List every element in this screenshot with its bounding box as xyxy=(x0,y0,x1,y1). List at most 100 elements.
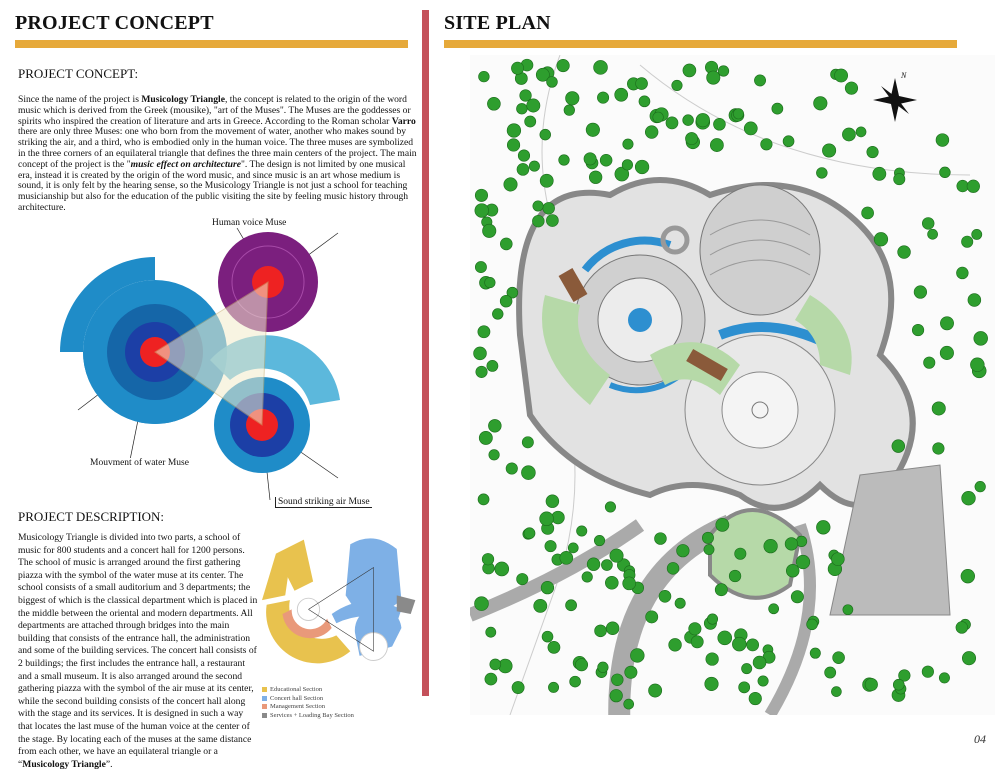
tree-icon xyxy=(611,673,624,686)
tree-icon xyxy=(966,179,980,193)
label-air-muse: Sound striking air Muse xyxy=(275,497,372,508)
label-human-voice-muse: Human voice Muse xyxy=(210,218,289,228)
text: ". The design is not limited by one musi… xyxy=(18,158,409,213)
tree-icon xyxy=(499,294,513,308)
tree-icon xyxy=(635,77,648,90)
tree-icon xyxy=(927,228,938,240)
tree-icon xyxy=(962,651,977,666)
text: there are only three Muses: one who born… xyxy=(18,126,417,170)
tree-icon xyxy=(714,583,728,597)
tree-icon xyxy=(511,681,525,694)
tree-icon xyxy=(546,214,559,227)
tree-icon xyxy=(732,636,747,652)
tree-icon xyxy=(484,276,496,289)
tree-icon xyxy=(481,553,495,566)
tree-icon xyxy=(923,356,936,369)
zoning-legend: Educational Section Concert hall Section… xyxy=(262,686,354,720)
tree-icon xyxy=(546,76,558,88)
tree-icon xyxy=(939,345,954,360)
tree-icon xyxy=(545,494,560,508)
tree-icon xyxy=(478,70,490,83)
tree-icon xyxy=(743,121,758,136)
tree-icon xyxy=(682,63,697,78)
tree-icon xyxy=(738,681,751,694)
tree-icon xyxy=(960,569,975,584)
tree-icon xyxy=(581,571,593,583)
tree-icon xyxy=(473,346,487,361)
tree-icon xyxy=(715,517,730,532)
legend-label: Services + Loading Bay Section xyxy=(270,711,354,719)
tree-icon xyxy=(486,360,499,372)
tree-icon xyxy=(834,68,848,83)
tree-icon xyxy=(961,491,976,506)
tree-icon xyxy=(685,132,699,146)
tree-icon xyxy=(548,681,560,693)
tree-icon xyxy=(623,698,635,710)
tree-icon xyxy=(601,559,613,571)
page-title-concept: PROJECT CONCEPT xyxy=(15,12,214,34)
legend-label: Educational Section xyxy=(270,686,323,693)
text: Varro xyxy=(391,115,416,127)
legend-item: Services + Loading Bay Section xyxy=(262,712,354,721)
tree-icon xyxy=(752,655,767,670)
tree-icon xyxy=(477,493,490,506)
tree-icon xyxy=(898,669,911,682)
description-heading: PROJECT DESCRIPTION: xyxy=(18,509,165,524)
tree-icon xyxy=(622,576,636,591)
tree-icon xyxy=(832,651,845,664)
tree-icon xyxy=(648,683,663,698)
tree-icon xyxy=(703,544,715,555)
tree-icon xyxy=(533,598,548,613)
text: Musicology Triangle xyxy=(141,94,225,105)
tree-icon xyxy=(955,621,968,634)
tree-icon xyxy=(567,542,579,554)
tree-icon xyxy=(728,569,742,583)
tree-icon xyxy=(540,581,555,595)
tree-icon xyxy=(638,95,651,108)
tree-icon xyxy=(734,547,747,560)
tree-icon xyxy=(842,604,854,616)
tree-icon xyxy=(824,666,837,679)
tree-icon xyxy=(816,520,831,535)
tree-icon xyxy=(599,153,613,167)
tree-icon xyxy=(521,436,534,449)
tree-icon xyxy=(521,465,536,480)
tree-icon xyxy=(516,163,530,176)
tree-icon xyxy=(866,145,879,159)
description-paragraph: Musicology Triangle is divided into two … xyxy=(18,532,258,771)
tree-icon xyxy=(605,621,620,635)
tree-icon xyxy=(489,658,502,671)
tree-icon xyxy=(597,661,609,673)
tree-icon xyxy=(503,177,518,192)
tree-icon xyxy=(668,638,682,652)
tree-icon xyxy=(790,590,804,604)
tree-icon xyxy=(524,115,537,128)
tree-icon xyxy=(658,589,672,603)
tree-icon xyxy=(682,114,694,126)
tree-icon xyxy=(935,133,950,147)
tree-icon xyxy=(897,245,911,259)
tree-icon xyxy=(528,160,540,172)
tree-icon xyxy=(921,217,935,230)
tree-icon xyxy=(532,214,545,228)
tree-icon xyxy=(485,626,497,638)
tree-icon xyxy=(609,548,624,563)
legend-item: Concert hall Section xyxy=(262,695,354,704)
north-label: N xyxy=(900,71,907,80)
tree-icon xyxy=(676,544,690,558)
tree-icon xyxy=(665,116,679,130)
tree-icon xyxy=(971,228,983,240)
tree-icon xyxy=(488,419,502,433)
tree-icon xyxy=(624,665,638,679)
tree-icon xyxy=(921,665,934,678)
tree-icon xyxy=(872,166,887,181)
tree-icon xyxy=(768,603,780,615)
tree-icon xyxy=(842,127,856,142)
zoning-plan xyxy=(262,538,416,664)
tree-icon xyxy=(523,527,536,540)
tree-icon xyxy=(757,675,769,687)
tree-icon xyxy=(569,675,581,688)
tree-icon xyxy=(741,663,753,675)
page-title-site-plan: SITE PLAN xyxy=(444,12,551,34)
tree-icon xyxy=(542,202,555,215)
